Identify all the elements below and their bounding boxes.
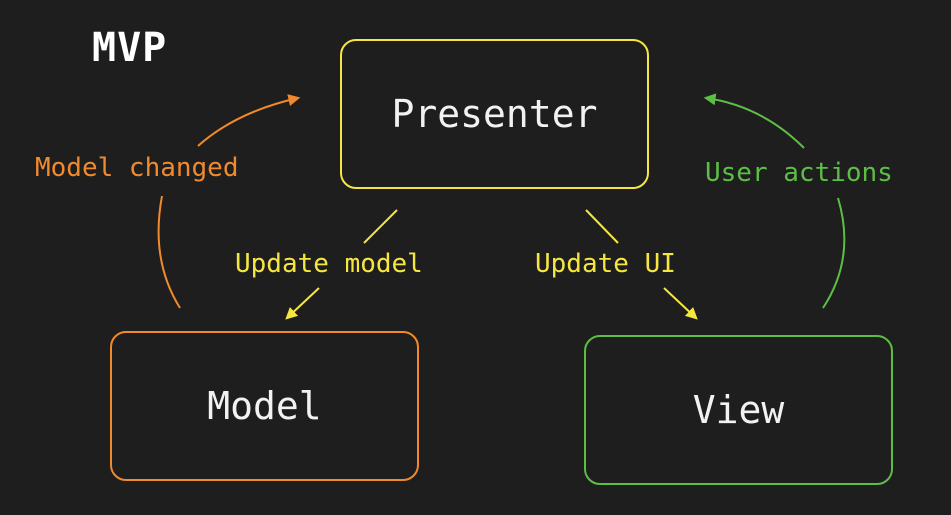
model-node: Model: [110, 331, 419, 481]
update-ui-label: Update UI: [535, 249, 676, 279]
update-model-label: Update model: [235, 249, 423, 279]
diagram-title: MVP: [92, 25, 168, 71]
model-changed-label: Model changed: [35, 153, 239, 183]
user-actions-arrow-upper: [703, 93, 805, 149]
model-changed-arrow-lower: [157, 195, 181, 309]
update-ui-arrow-bottom: [663, 287, 698, 320]
update-model-arrow-bottom: [285, 287, 320, 320]
update-ui-arrow-top: [585, 209, 619, 244]
user-actions-arrow-lower: [822, 197, 846, 309]
presenter-label: Presenter: [391, 92, 598, 136]
view-label: View: [692, 388, 785, 432]
update-model-arrow-top: [363, 209, 398, 244]
view-node: View: [584, 335, 893, 485]
model-label: Model: [207, 384, 322, 428]
presenter-node: Presenter: [340, 39, 649, 189]
model-changed-arrow-upper: [197, 94, 301, 147]
user-actions-label: User actions: [705, 158, 893, 188]
